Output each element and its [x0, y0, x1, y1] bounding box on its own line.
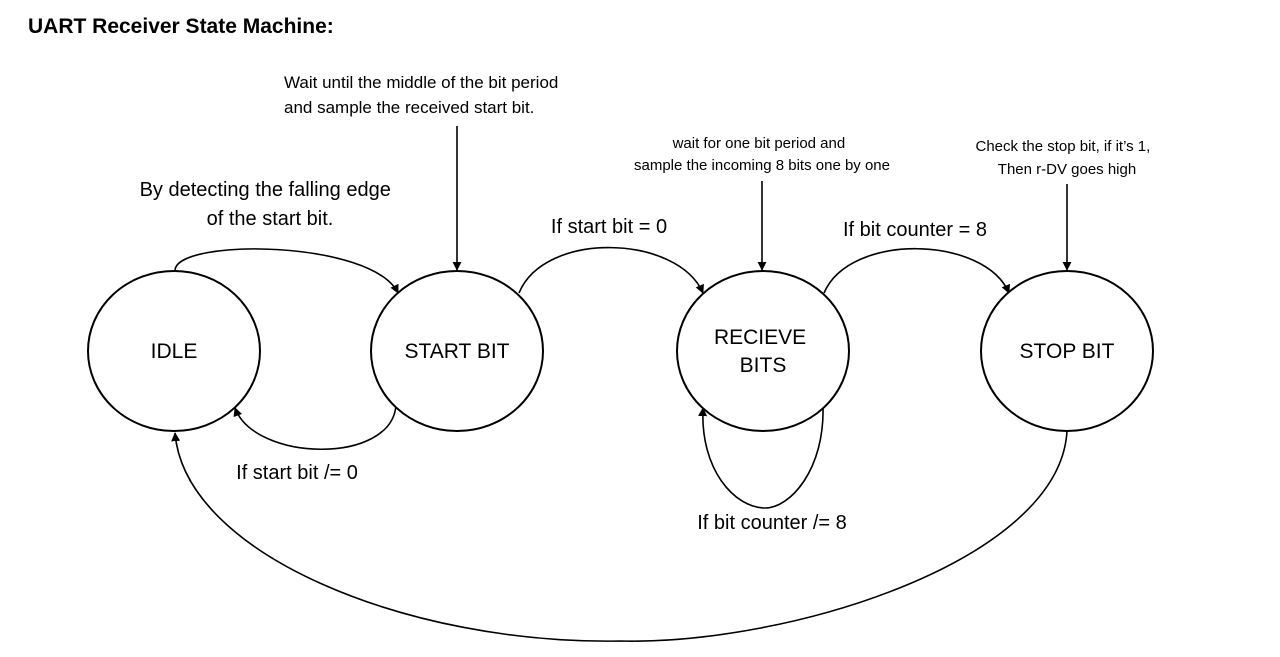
diagram-title: UART Receiver State Machine: — [28, 15, 334, 38]
label-receive-bits-loop: If bit counter /= 8 — [697, 512, 847, 534]
label-idle-to-start-bit-line-2: of the start bit. — [207, 208, 334, 230]
edge-start-bit-to-receive-bits — [518, 246, 704, 294]
state-idle-shape — [87, 270, 261, 432]
note-receive-bits: wait for one bit period and sample the i… — [634, 135, 890, 174]
edge-stop-bit-to-idle — [171, 430, 1068, 642]
state-idle: IDLE — [87, 270, 261, 432]
label-receive-bits-to-stop-bit: If bit counter = 8 — [843, 219, 987, 241]
label-start-bit-to-receive-bits-line: If start bit = 0 — [551, 216, 667, 238]
note-stop-bit-line-1: Check the stop bit, if it’s 1, — [976, 138, 1151, 155]
label-receive-bits-loop-line: If bit counter /= 8 — [697, 512, 847, 534]
state-stop-bit: STOP BIT — [980, 270, 1154, 432]
state-receive-bits: RECIEVE BITS — [676, 270, 850, 432]
state-idle-label: IDLE — [151, 340, 198, 363]
state-stop-bit-label: STOP BIT — [1020, 340, 1115, 363]
label-idle-to-start-bit-line-1: By detecting the falling edge — [140, 179, 391, 201]
state-receive-bits-shape — [676, 270, 850, 432]
state-start-bit-label: START BIT — [404, 340, 509, 363]
note-stop-bit-line-2: Then r-DV goes high — [998, 161, 1136, 178]
edge-idle-to-start-bit — [174, 248, 399, 294]
state-start-bit-label-line: START BIT — [404, 340, 509, 363]
state-receive-bits-label-line-1: RECIEVE — [714, 326, 806, 349]
label-receive-bits-to-stop-bit-line: If bit counter = 8 — [843, 219, 987, 241]
state-start-bit-shape — [370, 270, 544, 432]
state-receive-bits-label: RECIEVE BITS — [714, 326, 812, 377]
label-start-bit-to-idle: If start bit /= 0 — [236, 462, 358, 484]
state-stop-bit-shape — [980, 270, 1154, 432]
note-stop-bit: Check the stop bit, if it’s 1, Then r-DV… — [976, 138, 1155, 178]
state-receive-bits-label-line-2: BITS — [740, 354, 787, 377]
edge-start-bit-to-idle — [233, 404, 397, 451]
label-idle-to-start-bit: By detecting the falling edge of the sta… — [140, 179, 397, 230]
state-stop-bit-label-line: STOP BIT — [1020, 340, 1115, 363]
note-start-bit-line-2: and sample the received start bit. — [284, 98, 534, 117]
edge-receive-bits-self-loop — [698, 404, 824, 509]
state-start-bit: START BIT — [370, 270, 544, 432]
label-start-bit-to-idle-line: If start bit /= 0 — [236, 462, 358, 484]
state-idle-label-line: IDLE — [151, 340, 198, 363]
label-start-bit-to-receive-bits: If start bit = 0 — [551, 216, 667, 238]
note-start-bit: Wait until the middle of the bit period … — [284, 73, 563, 117]
note-receive-bits-line-2: sample the incoming 8 bits one by one — [634, 157, 890, 174]
edge-receive-bits-to-stop-bit — [823, 248, 1010, 294]
note-start-bit-line-1: Wait until the middle of the bit period — [284, 73, 558, 92]
note-receive-bits-line-1: wait for one bit period and — [672, 135, 846, 152]
